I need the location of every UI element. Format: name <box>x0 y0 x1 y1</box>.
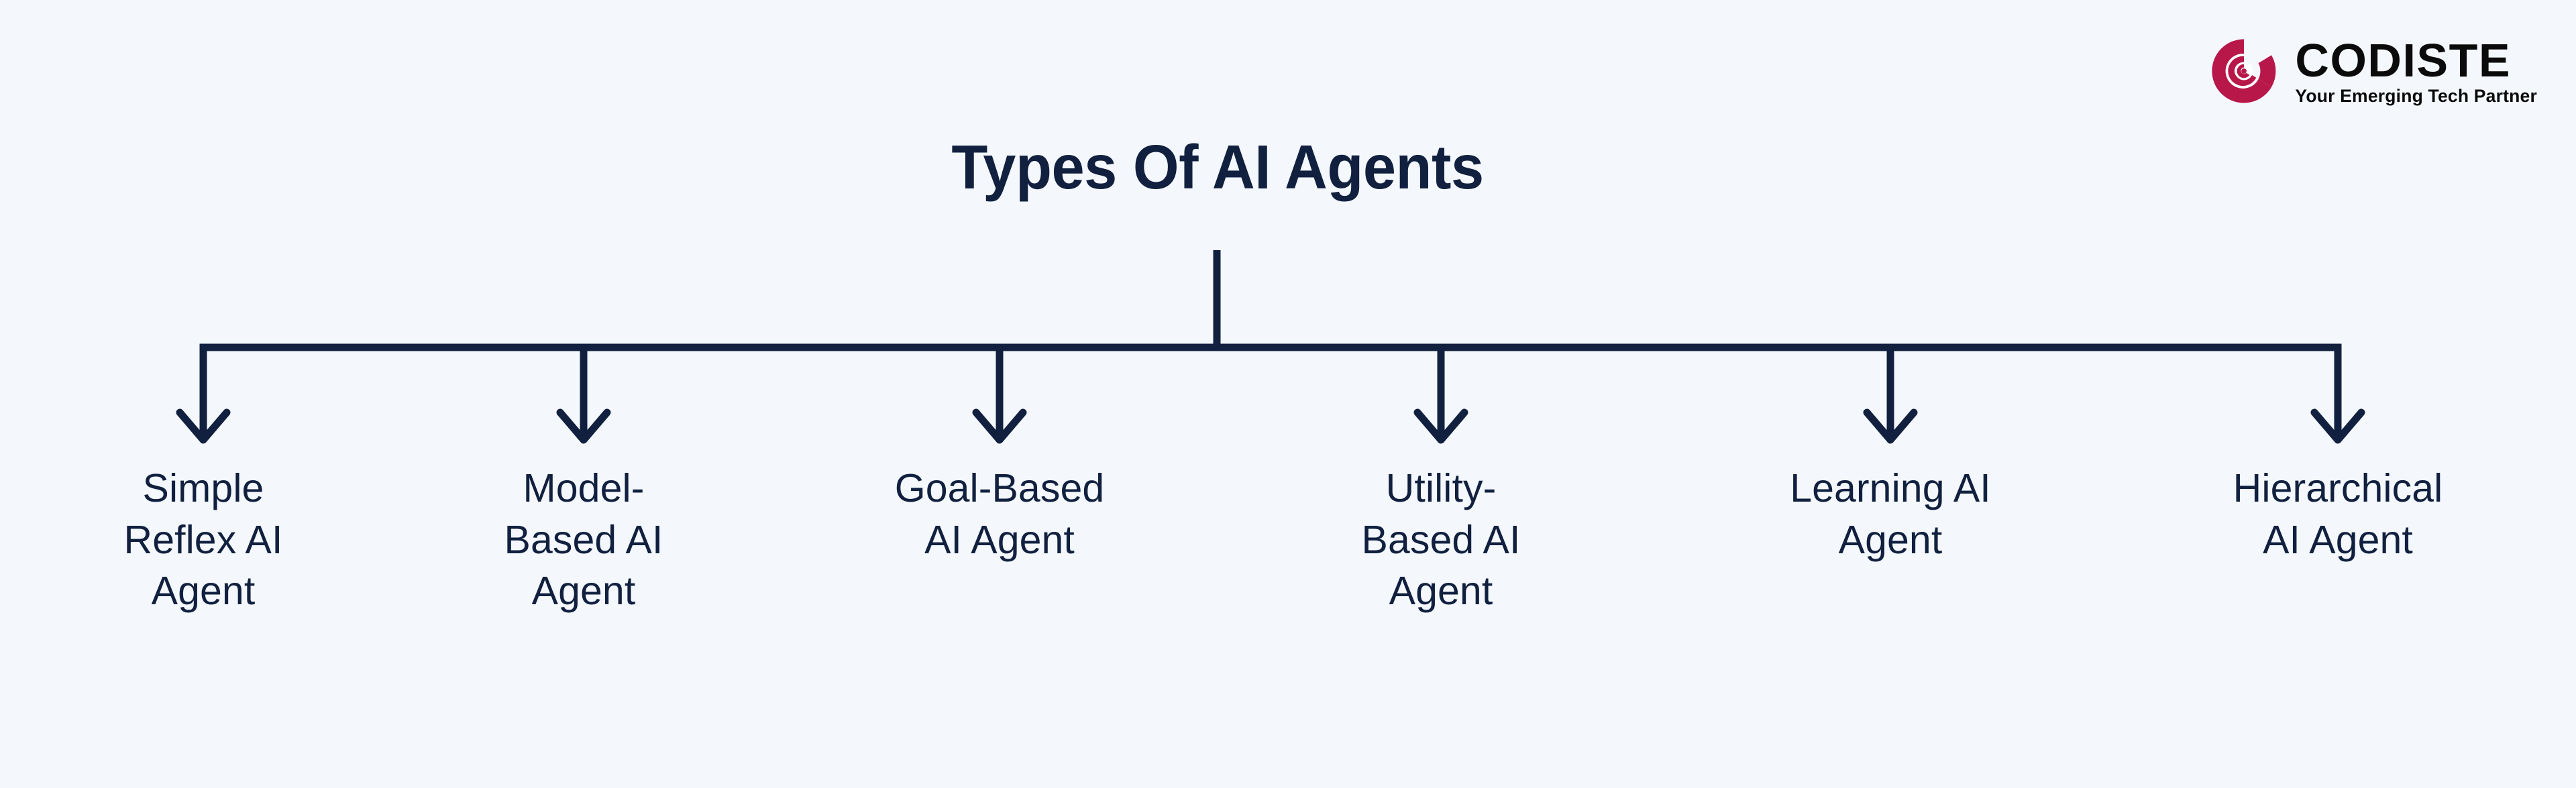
brand-logo: CODISTE Your Emerging Tech Partner <box>2208 35 2537 107</box>
brand-tagline: Your Emerging Tech Partner <box>2295 85 2537 106</box>
arrowhead-utility-based <box>1413 408 1468 444</box>
codiste-concentric-c-logo-icon <box>2212 39 2276 103</box>
arrowhead-simple-reflex <box>176 408 231 444</box>
branch-label-hierarchical[interactable]: Hierarchical AI Agent <box>2233 466 2443 562</box>
arrowhead-model-based <box>556 408 611 444</box>
branch-label-goal-based[interactable]: Goal-Based AI Agent <box>894 466 1105 562</box>
arrowhead-goal-based <box>972 408 1027 444</box>
branch-label-model-based[interactable]: Model- Based AI Agent <box>504 466 663 614</box>
arrowhead-learning <box>1863 408 1918 444</box>
brand-text-block: CODISTE Your Emerging Tech Partner <box>2295 34 2537 106</box>
branch-label-simple-reflex[interactable]: Simple Reflex AI Agent <box>123 466 283 614</box>
branch-label-row: Simple Reflex AI Agent Model- Based AI A… <box>0 463 2576 664</box>
branch-label-learning[interactable]: Learning AI Agent <box>1790 466 1991 562</box>
page-title: Types Of AI Agents <box>951 132 1484 202</box>
branch-label-utility-based[interactable]: Utility- Based AI Agent <box>1361 466 1521 614</box>
arrowhead-hierarchical <box>2310 408 2365 444</box>
brand-wordmark: CODISTE <box>2295 34 2512 87</box>
